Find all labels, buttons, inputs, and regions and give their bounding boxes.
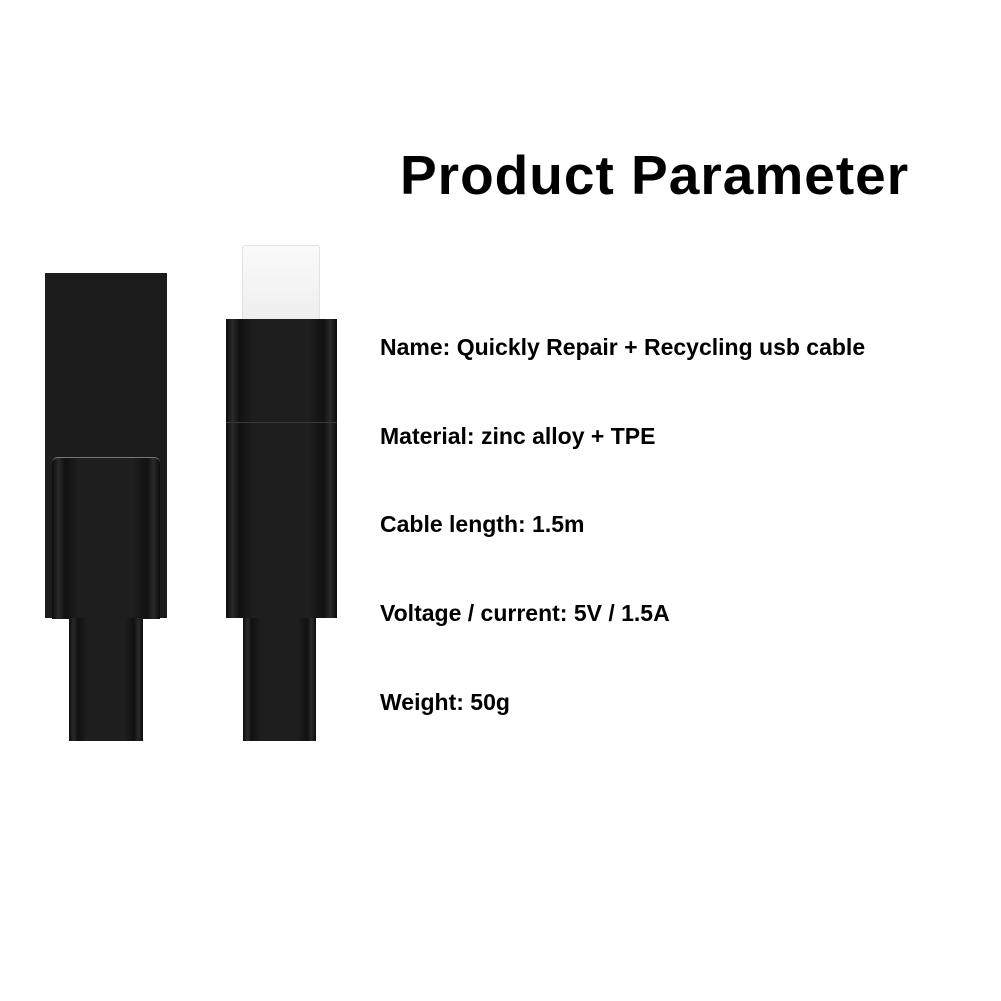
spec-cable-length: Cable length: 1.5m: [380, 511, 585, 537]
spec-material: Material: zinc alloy + TPE: [380, 423, 656, 449]
page-title: Product Parameter: [400, 144, 910, 206]
spec-voltage-current: Voltage / current: 5V / 1.5A: [380, 600, 670, 626]
spec-name: Name: Quickly Repair + Recycling usb cab…: [380, 334, 866, 360]
spec-weight: Weight: 50g: [380, 689, 510, 715]
